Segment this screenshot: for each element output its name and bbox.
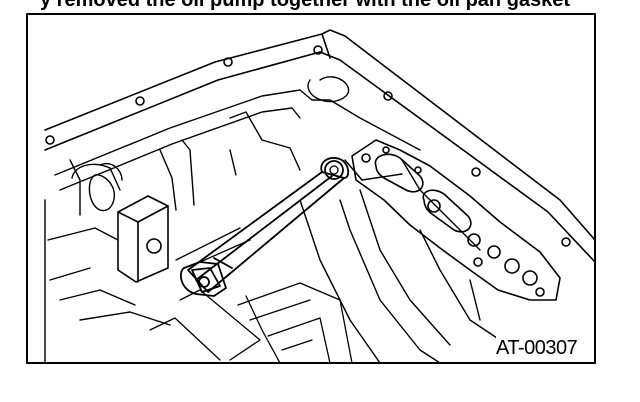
figure-frame [26, 13, 596, 364]
gasket [351, 139, 561, 301]
bracket [117, 195, 169, 283]
figure-code: AT-00307 [496, 336, 590, 360]
lower-ribs [149, 227, 353, 364]
right-case [299, 159, 501, 364]
transmission-case [44, 76, 421, 364]
oil-pan-flange [44, 29, 596, 263]
caption-text: y removed the oil pump together with the… [40, 0, 571, 11]
oil-strainer-pipe [180, 157, 350, 297]
figure-caption-cutoff: y removed the oil pump together with the… [0, 0, 640, 22]
